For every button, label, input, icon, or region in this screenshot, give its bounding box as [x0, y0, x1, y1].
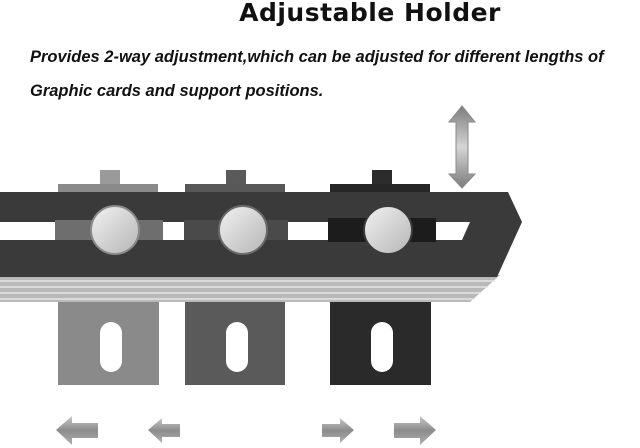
- tab-mid: [226, 170, 246, 186]
- page-title: Adjustable Holder: [239, 0, 501, 27]
- bracket-dark: [330, 300, 431, 385]
- tab-dark: [372, 170, 392, 186]
- bracket-light: [58, 300, 159, 385]
- description-line-2: Graphic cards and support positions.: [30, 82, 324, 100]
- double-arrow-up-down-icon: [447, 105, 477, 189]
- arrow-right-icon: [322, 418, 354, 443]
- holder-illustration: [0, 105, 522, 445]
- tab-light: [100, 170, 120, 186]
- description: Provides 2-way adjustment,which can be a…: [30, 40, 640, 108]
- knob-dark: [363, 205, 413, 255]
- knob-light: [90, 205, 140, 255]
- arrow-right-icon: [394, 416, 436, 445]
- description-line-1: Provides 2-way adjustment,which can be a…: [30, 48, 604, 66]
- arrow-left-icon: [56, 416, 98, 445]
- arrow-left-icon: [148, 418, 180, 443]
- knob-mid: [218, 205, 268, 255]
- rail-underside: [0, 275, 500, 302]
- bracket-mid: [185, 300, 285, 385]
